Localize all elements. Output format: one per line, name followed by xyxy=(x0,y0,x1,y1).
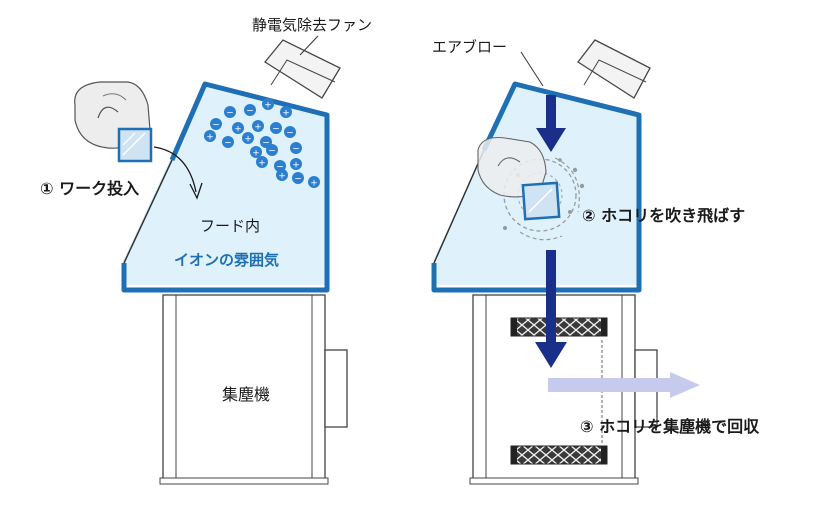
positive-ion: + xyxy=(280,106,292,119)
positive-ion: + xyxy=(204,130,216,143)
svg-text:−: − xyxy=(286,129,294,139)
left-unit: −−++−++−+−+−−+−−+−++−+ xyxy=(74,35,348,485)
right-unit xyxy=(431,39,700,485)
positive-ion: + xyxy=(242,132,254,145)
svg-text:+: + xyxy=(206,133,214,143)
negative-ion: − xyxy=(274,160,286,173)
air-blow-leader-line xyxy=(520,51,544,87)
ion-cluster: −−++−++−+−+−−+−−+−++−+ xyxy=(204,98,320,189)
filter-bottom xyxy=(510,445,608,465)
positive-ion: + xyxy=(290,158,302,171)
air-blow-arrow-down xyxy=(535,250,567,368)
air-blow-label: エアブロー xyxy=(432,38,507,56)
svg-text:−: − xyxy=(224,139,232,149)
svg-text:−: − xyxy=(268,147,276,157)
svg-text:−: − xyxy=(294,175,302,185)
air-blow-arrow-top xyxy=(536,95,566,152)
negative-ion: − xyxy=(270,122,282,135)
step2-label: ② ホコリを吹き飛ばす xyxy=(582,206,745,225)
svg-text:−: − xyxy=(226,109,234,119)
svg-text:−: − xyxy=(212,121,220,131)
svg-text:−: − xyxy=(262,139,270,149)
insert-arrow xyxy=(153,146,203,200)
positive-ion: + xyxy=(252,120,264,133)
svg-text:+: + xyxy=(258,159,266,169)
svg-text:+: + xyxy=(234,125,242,135)
negative-ion: − xyxy=(284,126,296,139)
negative-ion: − xyxy=(266,144,278,157)
positive-ion: + xyxy=(232,122,244,135)
left-hand-with-workpiece xyxy=(74,81,153,163)
filter-top xyxy=(510,317,608,337)
svg-text:+: + xyxy=(278,172,286,182)
positive-ion: + xyxy=(250,146,262,159)
negative-ion: − xyxy=(224,106,236,119)
fan-leader-line xyxy=(299,35,319,56)
negative-ion: − xyxy=(244,104,256,117)
negative-ion: − xyxy=(290,142,302,155)
svg-text:+: + xyxy=(310,179,318,189)
svg-text:+: + xyxy=(292,161,300,171)
right-hand-with-workpiece xyxy=(477,136,561,221)
step3-label: ③ ホコリを集塵機で回収 xyxy=(580,417,760,436)
svg-text:+: + xyxy=(282,109,290,119)
step1-label: ① ワーク投入 xyxy=(40,179,139,198)
negative-ion: − xyxy=(222,136,234,149)
svg-text:−: − xyxy=(272,125,280,135)
positive-ion: + xyxy=(262,98,274,111)
ion-atmosphere-label: イオンの雰囲気 xyxy=(174,251,279,269)
svg-text:+: + xyxy=(254,123,262,133)
negative-ion: − xyxy=(210,118,222,131)
svg-text:−: − xyxy=(292,145,300,155)
hood-inner-label: フード内 xyxy=(200,217,260,235)
exhaust-flow-arrow xyxy=(548,372,700,398)
svg-text:+: + xyxy=(252,149,260,159)
left-dust-collector xyxy=(159,294,348,485)
fan-label: 静電気除去ファン xyxy=(252,16,372,34)
svg-text:−: − xyxy=(276,163,284,173)
left-hood xyxy=(121,81,330,293)
positive-ion: + xyxy=(276,169,288,182)
right-fan xyxy=(577,39,651,99)
static-eliminator-fan xyxy=(264,39,341,99)
svg-text:+: + xyxy=(244,135,252,145)
svg-text:+: + xyxy=(264,101,272,111)
positive-ion: + xyxy=(256,156,268,169)
svg-text:−: − xyxy=(246,107,254,117)
positive-ion: + xyxy=(308,176,320,189)
collector-label: 集塵機 xyxy=(222,385,270,404)
negative-ion: − xyxy=(292,172,304,185)
